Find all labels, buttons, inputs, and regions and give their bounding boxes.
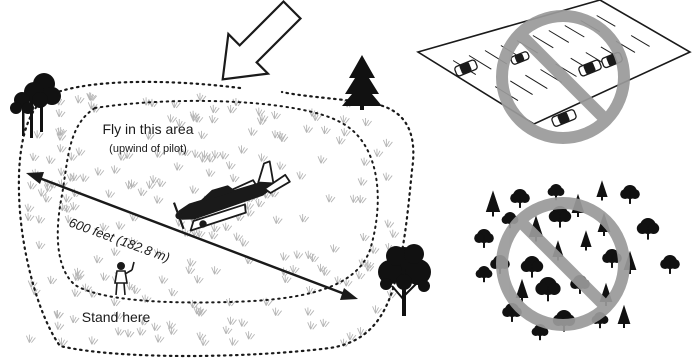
fly-area-note: (upwind of pilot) xyxy=(109,143,187,155)
fly-area-label: Fly in this area xyxy=(102,121,193,137)
stand-here-label: Stand here xyxy=(82,309,151,325)
pilot-icon xyxy=(115,262,134,295)
tree-icon xyxy=(342,55,382,110)
wind-arrow-icon xyxy=(203,0,312,99)
tree-icon xyxy=(10,73,61,138)
